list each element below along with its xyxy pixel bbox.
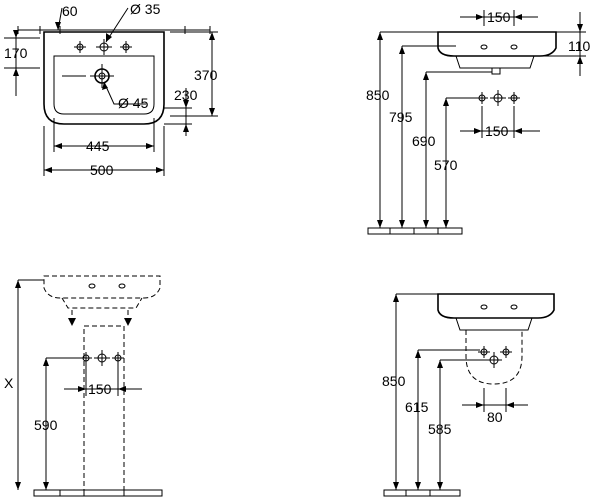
label-150-pedestal: 150 [88, 381, 112, 397]
label-500: 500 [90, 162, 114, 178]
label-795: 795 [389, 109, 413, 125]
floor-side [367, 227, 463, 235]
label-850-side: 850 [366, 87, 390, 103]
label-590: 590 [34, 417, 58, 433]
label-850-semi: 850 [382, 373, 406, 389]
basin-side-outline [437, 31, 557, 57]
top-view: 60 Ø 35 170 [4, 1, 218, 178]
label-370: 370 [194, 67, 218, 83]
label-x: X [4, 375, 14, 391]
label-dia-45: Ø 45 [118, 95, 149, 111]
label-615: 615 [405, 399, 429, 415]
label-110: 110 [568, 38, 591, 54]
semi-pedestal-view: 80 850 615 585 [382, 293, 555, 497]
label-150-top: 150 [487, 9, 511, 25]
basin-bowl [53, 55, 155, 115]
tap-holes-semi-icon [478, 346, 512, 368]
basin-dashed [43, 275, 161, 299]
tap-hole-center-icon [96, 39, 112, 55]
basin-semi-outline [437, 293, 555, 319]
label-80: 80 [487, 409, 503, 425]
label-585: 585 [428, 421, 452, 437]
tap-hole-right-icon [120, 41, 132, 53]
down-arrow-right-icon [124, 310, 132, 326]
floor-semi [383, 489, 461, 497]
pedestal-column [83, 325, 125, 491]
label-570: 570 [434, 157, 458, 173]
tap-holes-side-icon [476, 90, 520, 106]
semi-pedestal [465, 330, 523, 385]
basin-outline [43, 31, 165, 125]
pedestal-view: X 150 590 [4, 275, 163, 497]
drain-icon [90, 64, 114, 88]
label-445: 445 [86, 138, 110, 154]
label-150-lower: 150 [485, 123, 509, 139]
label-60: 60 [62, 3, 78, 19]
tap-hole-left-icon [74, 41, 86, 53]
tap-holes-pedestal-icon [80, 350, 124, 366]
side-view: 150 110 850 795 690 [366, 9, 591, 235]
floor-pedestal [33, 489, 163, 497]
label-170: 170 [4, 45, 28, 61]
label-dia-35: Ø 35 [130, 1, 161, 17]
down-arrow-left-icon [68, 310, 76, 326]
label-230: 230 [174, 87, 198, 103]
label-690: 690 [412, 133, 436, 149]
